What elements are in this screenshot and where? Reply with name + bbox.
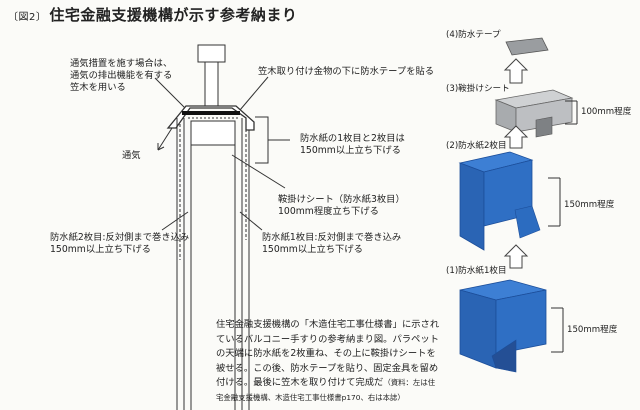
post bbox=[204, 61, 219, 108]
note-paper-rise: 防水紙の1枚目と2枚目は 150mm以上立ち下げる bbox=[300, 133, 405, 156]
note-saddle-sheet: 鞍掛けシート（防水紙3枚目） 100mm程度立ち下げる bbox=[278, 194, 405, 217]
step3-sheet-front bbox=[515, 97, 573, 133]
top-plate bbox=[190, 120, 236, 146]
step2-paper-flap bbox=[514, 205, 541, 239]
waterproof-paper-lines bbox=[179, 124, 247, 260]
step2-paper-left bbox=[459, 162, 485, 251]
note-vent: 通気措置を施す場合は、 通気の排出機能を有する 笠木を用いる bbox=[70, 58, 173, 93]
step3-dimension: 100mm程度 bbox=[581, 107, 632, 117]
caption-body: 住宅金融支援機構の「木造住宅工事仕様書」に示されているバルコニー手すりの参考納ま… bbox=[216, 319, 440, 388]
leader-paper2 bbox=[161, 211, 189, 231]
step1-label: (1)防水紙1枚目 bbox=[446, 266, 507, 276]
step2-dim bbox=[548, 177, 561, 227]
step1-dimension: 150mm程度 bbox=[567, 325, 618, 335]
note-airflow: 通気 bbox=[122, 150, 141, 161]
bracket-rise bbox=[255, 116, 290, 164]
section-drawing bbox=[154, 44, 290, 410]
step1-dim bbox=[551, 307, 564, 353]
note-tape-under: 笠木取り付け金物の下に防水テープを貼る bbox=[258, 66, 435, 77]
arrow-up-icon bbox=[503, 125, 529, 149]
arrow-up-icon bbox=[503, 58, 529, 84]
step3-sheet-shadow bbox=[535, 116, 553, 138]
step2-dimension: 150mm程度 bbox=[564, 200, 615, 210]
step1-paper-front bbox=[495, 289, 547, 355]
step4-label: (4)防水テープ bbox=[446, 30, 501, 40]
figure-number: 〔図2〕 bbox=[8, 12, 47, 23]
leader-tape bbox=[239, 76, 269, 111]
arrow-up-icon bbox=[503, 244, 529, 269]
note-paper2: 防水紙2枚目:反対側まで巻き込み 150mm以上立ち下げる bbox=[50, 232, 190, 255]
step1-paper-left bbox=[459, 289, 497, 369]
leader-saddle bbox=[231, 154, 286, 189]
airflow-arrow bbox=[157, 127, 173, 151]
post-cap bbox=[197, 44, 226, 63]
figure-title: 〔図2〕住宅金融支援機構が示す参考納まり bbox=[8, 4, 297, 25]
step3-label: (3)鞍掛けシート bbox=[446, 84, 510, 94]
leader-vent bbox=[154, 77, 186, 109]
step3-dim bbox=[565, 100, 578, 125]
figure-title-text: 住宅金融支援機構が示す参考納まり bbox=[49, 6, 298, 24]
note-paper1: 防水紙1枚目:反対側まで巻き込み 150mm以上立ち下げる bbox=[262, 232, 402, 255]
step-diagram bbox=[458, 37, 578, 373]
step1-paper-shadow bbox=[491, 339, 517, 373]
step2-label: (2)防水紙2枚目 bbox=[446, 141, 507, 151]
caption-paragraph: 住宅金融支援機構の「木造住宅工事仕様書」に示されているバルコニー手すりの参考納ま… bbox=[216, 318, 442, 405]
step4-tape-shape bbox=[505, 37, 549, 56]
caption-source: （資料：左は住宅金融支援機構、木造住宅工事仕様書p170、右は本誌） bbox=[216, 378, 436, 402]
leader-paper1 bbox=[239, 211, 263, 231]
